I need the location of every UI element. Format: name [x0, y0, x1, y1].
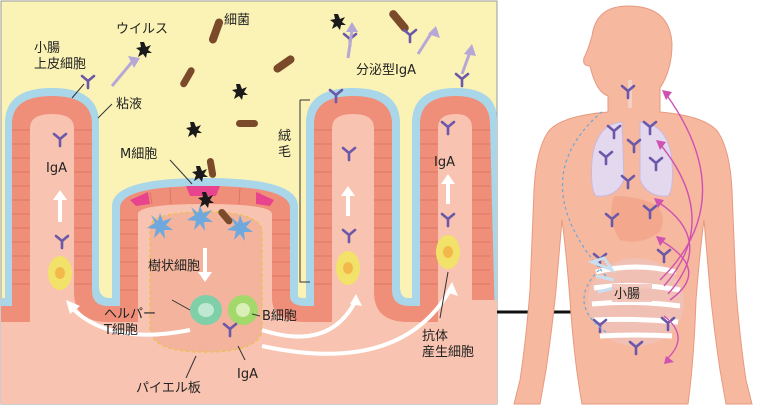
label-mucus: 粘液 [116, 97, 142, 112]
lungs [591, 121, 625, 197]
label-bacteria: 細菌 [224, 13, 250, 28]
label-m-cell: M細胞 [120, 147, 157, 162]
plasma-cell [436, 235, 460, 269]
lymph-arrows [562, 109, 611, 333]
arrows-up [53, 174, 455, 282]
label-dendritic-cell: 樹状細胞 [148, 259, 200, 274]
peyer-patch-outline [149, 211, 263, 353]
label-iga-right: IgA [434, 155, 455, 170]
label-secretory-iga: 分泌型IgA [356, 63, 416, 78]
label-villus: 絨毛 [278, 129, 291, 160]
label-b-cell: B細胞 [262, 309, 297, 324]
circulation-arrows [657, 93, 704, 359]
label-iga-bottom: IgA [237, 367, 258, 382]
label-peyer-patch: パイエル板 [136, 381, 201, 396]
arrows-curved [70, 288, 452, 356]
m-cell [186, 186, 220, 196]
body-panel: 小腸 [513, 5, 753, 405]
b-cell [228, 295, 258, 325]
label-antibody-cell: 抗体産生細胞 [422, 329, 474, 360]
m-cell [130, 192, 150, 206]
bacteria-icon [180, 10, 409, 225]
label-iga-left: IgA [46, 161, 67, 176]
m-cell [256, 192, 274, 206]
label-epithelial-cell: 小腸上皮細胞 [34, 41, 86, 72]
label-virus: ウイルス [116, 22, 168, 37]
label-small-intestine: 小腸 [614, 287, 640, 302]
plasma-cell [48, 256, 72, 290]
secretion-arrows [110, 29, 472, 87]
epithelial-cells [12, 129, 490, 291]
plasma-cell [336, 251, 360, 285]
helper-t-cell [190, 295, 222, 325]
intestine-panel: ウイルス 細菌 小腸上皮細胞 粘液 分泌型IgA 絨毛 M細胞 IgA IgA … [0, 0, 498, 405]
